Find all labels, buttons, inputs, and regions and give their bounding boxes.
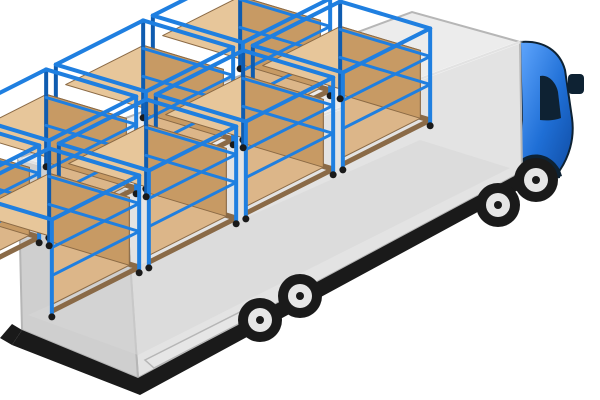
- frame-top-rail: [49, 173, 142, 222]
- wheel-mid: [476, 183, 520, 227]
- frame-mid-rail: [241, 24, 332, 73]
- wheel-rear-1: [238, 298, 282, 342]
- cargo-unit: [56, 97, 240, 272]
- frame-top-rail: [0, 123, 51, 143]
- caster-wheel: [339, 166, 347, 174]
- wheel-rear-2: [278, 274, 322, 318]
- frame-top-rail: [144, 97, 239, 129]
- frame-mid-rail: [47, 122, 138, 171]
- frame-mid-rail: [338, 27, 432, 58]
- frame-mid-rail: [244, 103, 335, 152]
- frame-top-rail: [53, 18, 146, 67]
- frame-top-rail: [56, 97, 149, 146]
- pallet-front: [245, 166, 334, 217]
- caster-wheel: [145, 264, 153, 272]
- wheels: [238, 158, 558, 342]
- wheel-front: [514, 158, 558, 202]
- frame-mid-rail: [47, 174, 141, 205]
- frame-top-rail: [338, 0, 433, 31]
- caster-wheel: [48, 313, 56, 321]
- frame-mid-rail: [238, 0, 332, 28]
- trailer-interior-floor: [28, 140, 510, 355]
- frame-top-rail: [47, 146, 142, 178]
- cargo-area: [0, 0, 434, 321]
- pallet-front: [148, 215, 237, 266]
- frame-mid-rail: [244, 131, 335, 180]
- caster-wheel: [329, 171, 337, 179]
- frame-top-rail: [143, 45, 236, 94]
- frame-mid-rail: [50, 201, 141, 250]
- frame-mid-rail: [147, 152, 238, 201]
- caster-wheel: [239, 144, 247, 152]
- frame-mid-rail: [144, 125, 238, 156]
- frame-mid-rail: [144, 153, 238, 184]
- caster-wheel: [426, 122, 434, 130]
- frame-mid-rail: [241, 104, 335, 135]
- caster-wheel: [232, 220, 240, 228]
- frame-top-rail: [340, 26, 433, 75]
- frame-top-rail: [241, 48, 336, 80]
- frame-top-rail: [150, 13, 245, 45]
- frame-top-rail: [240, 0, 332, 45]
- caster-wheel: [142, 193, 150, 201]
- frame-top-rail: [243, 75, 336, 124]
- frame-mid-rail: [147, 180, 238, 229]
- frame-top-rail: [0, 201, 54, 222]
- frame-mid-rail: [338, 55, 432, 86]
- frame-top-rail: [153, 92, 248, 124]
- cab-mirror: [568, 74, 584, 94]
- rear-bumper: [0, 324, 22, 345]
- frame-top-rail: [146, 124, 239, 173]
- frame-mid-rail: [341, 82, 432, 131]
- pallet-front: [0, 234, 40, 260]
- frame-mid-rail: [141, 46, 235, 77]
- frame-top-rail: [250, 43, 345, 75]
- frame-mid-rail: [47, 202, 141, 233]
- pallet-front: [51, 264, 140, 315]
- frame-mid-rail: [144, 73, 235, 122]
- frame-top-rail: [0, 143, 42, 168]
- frame-mid-rail: [241, 76, 335, 107]
- caster-wheel: [242, 215, 250, 223]
- caster-wheel: [35, 239, 43, 247]
- caster-wheel: [336, 95, 344, 103]
- frame-mid-rail: [341, 54, 432, 103]
- frame-top-rail: [56, 141, 151, 173]
- caster-wheel: [45, 242, 53, 250]
- cab-windshield: [540, 75, 561, 121]
- frame-mid-rail: [44, 95, 138, 126]
- frame-mid-rail: [50, 229, 141, 278]
- frame-mid-rail: [0, 171, 41, 195]
- cargo-unit: [0, 146, 143, 321]
- frame-top-rail: [141, 18, 236, 50]
- frame-top-rail: [153, 48, 246, 97]
- frame-top-rail: [0, 146, 52, 176]
- cargo-unit: [153, 48, 337, 223]
- caster-wheel: [135, 269, 143, 277]
- cargo-unit: [250, 0, 434, 174]
- frame-top-rail: [250, 0, 343, 48]
- frame-top-rail: [53, 62, 148, 94]
- frame-top-rail: [0, 131, 42, 148]
- pallet-front: [342, 117, 431, 168]
- frame-top-rail: [0, 67, 49, 96]
- frame-mid-rail: [0, 160, 41, 175]
- frame-top-rail: [46, 94, 139, 143]
- frame-top-rail: [44, 67, 139, 99]
- frame-top-rail: [150, 0, 189, 18]
